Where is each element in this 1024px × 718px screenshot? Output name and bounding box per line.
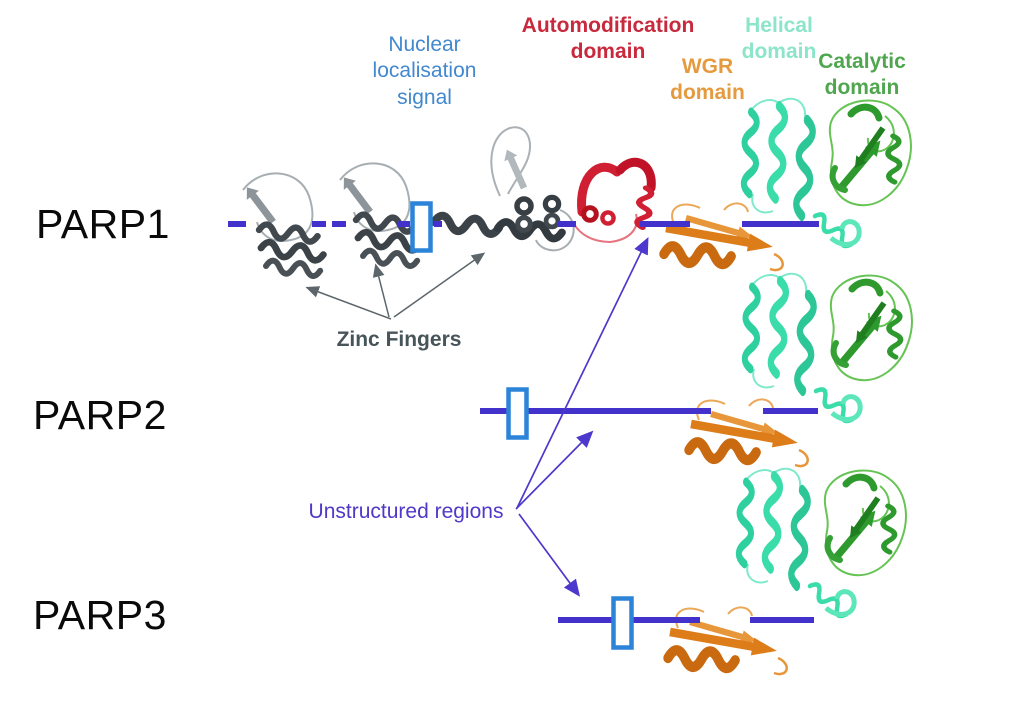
unstructured-region-arrows <box>515 236 649 597</box>
wgr-domain-label: WGR domain <box>670 55 745 105</box>
automodification-domain-label: Automodification domain <box>521 14 695 64</box>
parp1-zinc-finger-2 <box>338 163 421 266</box>
zinc-fingers-label: Zinc Fingers <box>336 328 462 351</box>
parp1-nls-box <box>410 201 433 253</box>
parp1-zinc-finger-1 <box>241 173 324 276</box>
parp3-helical-catalytic-domains <box>739 469 906 619</box>
parp1-structures <box>241 99 911 277</box>
parp1-zinc-finger-3 <box>433 127 573 250</box>
parp2-nls-box <box>506 387 529 440</box>
protein-name-parp2: PARP2 <box>33 392 167 438</box>
catalytic-domain-label: Catalytic domain <box>818 50 906 100</box>
parp2-structures <box>689 274 912 466</box>
zinc-finger-arrows <box>305 252 486 320</box>
protein-name-parp3: PARP3 <box>33 592 167 638</box>
parp1-automodification-domain <box>574 162 652 242</box>
protein-name-parp1: PARP1 <box>36 201 170 247</box>
parp3-structures <box>668 469 906 674</box>
helical-domain-label: Helical domain <box>741 14 817 64</box>
unstructured-regions-label: Unstructured regions <box>308 500 504 523</box>
nls-label: Nuclear localisation signal <box>372 33 477 109</box>
parp3-nls-box <box>611 596 634 650</box>
